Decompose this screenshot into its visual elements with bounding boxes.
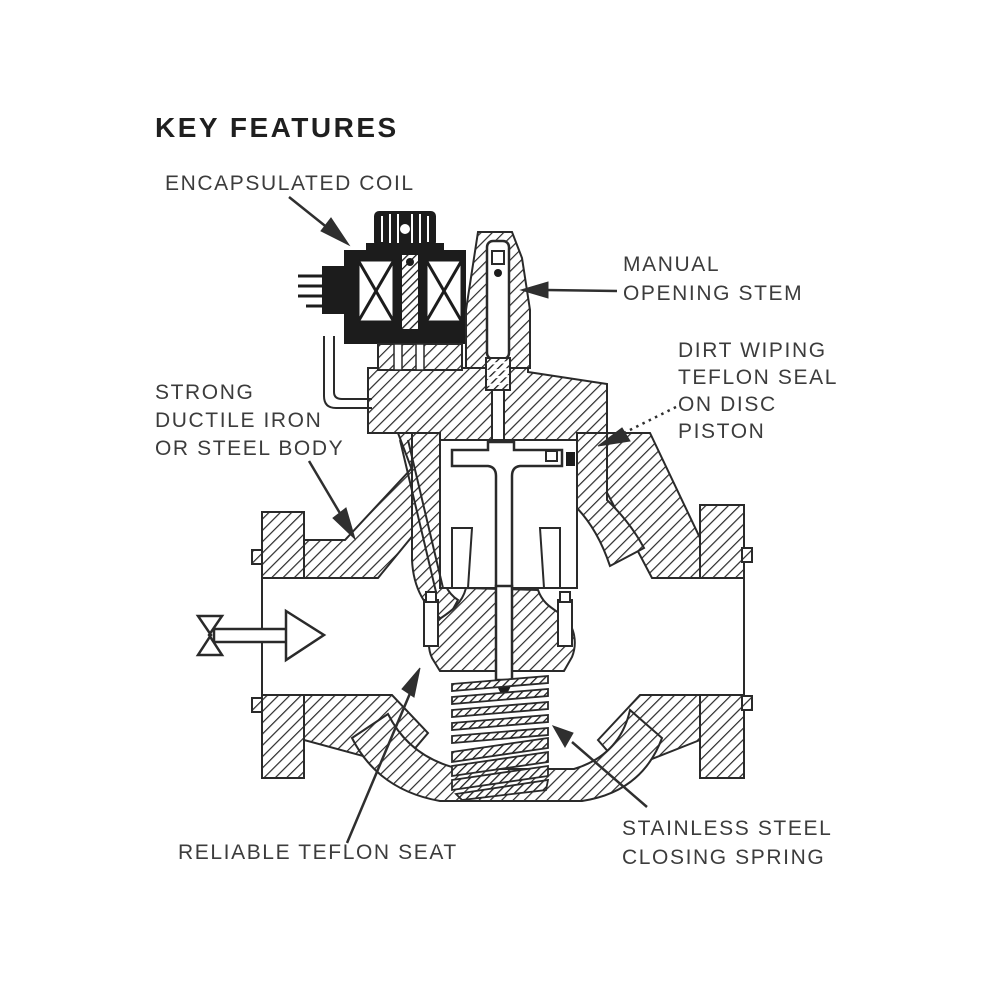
stem-dot [494, 269, 502, 277]
cap-base-plate [366, 243, 444, 252]
label-closing-spring: STAINLESS STEEL CLOSING SPRING [622, 814, 832, 872]
seat-pin-left-head [425, 591, 437, 603]
manual-opening-stem [465, 231, 531, 441]
leader-strong-body [307, 460, 356, 541]
left-flange-top [261, 511, 305, 579]
right-flange-tab-bottom [741, 695, 753, 711]
coil-lead-connector [322, 266, 344, 314]
stem-notch [491, 250, 505, 265]
coil-winding-right [424, 258, 464, 324]
bottom-bowl [350, 708, 664, 802]
disc-piston-assembly [439, 439, 578, 590]
seat-pin-left [423, 599, 439, 647]
piston-guide-left [451, 527, 474, 589]
leader-closing-spring [551, 725, 648, 808]
dirt-wiping-teflon-seal [566, 452, 575, 466]
page-title: KEY FEATURES [155, 112, 399, 143]
thread-lines [486, 361, 510, 386]
knurl-ticks [381, 214, 429, 244]
coil-core [400, 253, 420, 331]
label-line: MANUAL [623, 253, 721, 276]
left-flange-bottom [261, 694, 305, 779]
label-line: OPENING STEM [623, 282, 804, 305]
adapter-slot-left [393, 343, 403, 371]
adapter-slot-right [415, 343, 425, 371]
chamber-right-wall [576, 432, 646, 568]
coil-base [344, 334, 466, 344]
seat-pin-right [557, 599, 573, 647]
right-flange-tab-top [741, 547, 753, 563]
label-dirt-wiping-seal: DIRT WIPING TEFLON SEAL ON DISC PISTON [678, 337, 838, 445]
label-line: CLOSING SPRING [622, 846, 826, 869]
label-line: PISTON [678, 420, 766, 443]
disc-piston [450, 440, 564, 590]
solenoid-coil [298, 211, 466, 593]
label-encapsulated-coil: ENCAPSULATED COIL [165, 170, 415, 197]
piston-guide-right [538, 527, 561, 589]
teflon-seat-disc [423, 584, 576, 700]
flow-direction-arrow [195, 608, 327, 663]
leader-encapsulated-coil [288, 196, 351, 247]
cap-center-dot [400, 224, 410, 234]
leader-dirt-wiping-seal [597, 405, 677, 447]
pilot-tube [323, 336, 444, 593]
left-flange-tab-top [251, 549, 263, 565]
left-flange-tab-bottom [251, 697, 263, 713]
label-line: OR STEEL BODY [155, 437, 345, 460]
label-line: TEFLON SEAL [678, 366, 838, 389]
coil-winding-left [356, 258, 396, 324]
label-teflon-seat: RELIABLE TEFLON SEAT [178, 839, 458, 866]
label-line: DIRT WIPING [678, 339, 827, 362]
label-line: RELIABLE TEFLON SEAT [178, 841, 458, 864]
right-flange-bottom [699, 694, 745, 779]
piston-notch [545, 450, 558, 462]
leader-teflon-seat [345, 667, 421, 844]
right-flange-top [699, 504, 745, 579]
label-line: STRONG [155, 381, 255, 404]
stem-lower [491, 389, 505, 441]
piston-stem [494, 584, 514, 682]
leader-lines [288, 196, 677, 844]
core-dot [406, 258, 414, 266]
seat-pin-right-head [559, 591, 571, 603]
leader-manual-opening-stem [519, 281, 618, 299]
closing-spring [451, 675, 550, 801]
label-line: ON DISC [678, 393, 777, 416]
label-line: DUCTILE IRON [155, 409, 323, 432]
label-line: ENCAPSULATED COIL [165, 172, 415, 195]
label-strong-body: STRONG DUCTILE IRON OR STEEL BODY [155, 379, 344, 463]
label-manual-opening-stem: MANUAL OPENING STEM [623, 250, 803, 308]
label-line: STAINLESS STEEL [622, 817, 833, 840]
